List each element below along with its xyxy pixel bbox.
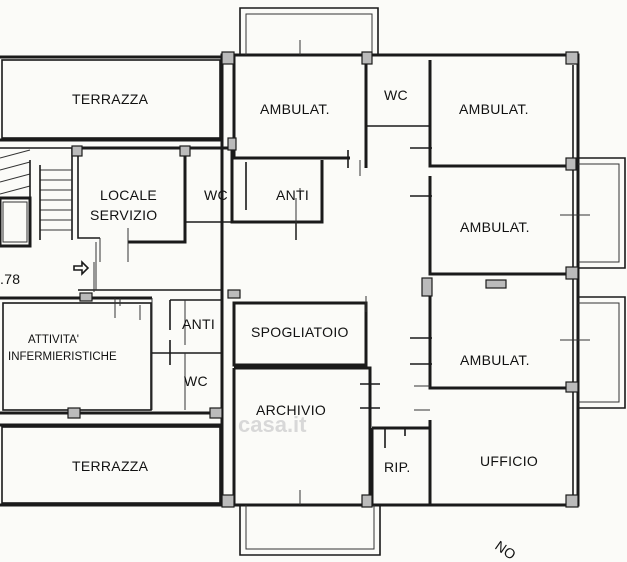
label-locale-1: LOCALE: [100, 187, 157, 203]
label-archivio: ARCHIVIO: [256, 402, 326, 418]
outer-walls: [0, 53, 580, 507]
right-ambulatories: [410, 60, 590, 505]
level-mark: .78: [0, 271, 20, 287]
label-spogliatoio: SPOGLIATOIO: [251, 324, 349, 340]
label-wc-low: WC: [184, 373, 208, 389]
label-terrazza-bottom: TERRAZZA: [72, 458, 149, 474]
door-marks: [93, 40, 430, 505]
terrazza-top: [1, 59, 221, 139]
balcony-bottom: [239, 505, 381, 556]
stairwell: [0, 147, 73, 248]
label-terrazza-top: TERRAZZA: [72, 91, 149, 107]
balcony-top: [239, 7, 379, 55]
label-ambulat-3: AMBULAT.: [460, 219, 530, 235]
label-ambulat-1: AMBULAT.: [260, 101, 330, 117]
watermark: casa.it: [238, 412, 307, 437]
label-ambulat-4: AMBULAT.: [460, 352, 530, 368]
label-anti-low: ANTI: [182, 316, 215, 332]
spogliatoio-room: [232, 296, 368, 367]
locale-servizio: [77, 146, 187, 262]
attivita-infermieristiche-room: [0, 296, 222, 415]
entrance-arrow-icon: [73, 260, 90, 276]
label-wc-mid: WC: [204, 187, 228, 203]
structural-columns: [67, 51, 579, 508]
ambulat-top-left-room: [232, 55, 368, 168]
label-ufficio: UFFICIO: [480, 453, 538, 469]
north-marker: NO: [492, 537, 519, 562]
label-ambulat-2: AMBULAT.: [459, 101, 529, 117]
terrazza-bottom: [1, 426, 221, 504]
label-rip: RIP.: [384, 459, 411, 475]
rip-ufficio: [370, 426, 430, 505]
anti-wc-lower-left: [152, 299, 222, 410]
balcony-right-bottom: [578, 296, 626, 409]
label-locale-2: SERVIZIO: [90, 207, 158, 223]
archivio-room: [232, 366, 380, 505]
balcony-right-top: [578, 157, 626, 269]
label-anti-mid: ANTI: [276, 187, 309, 203]
label-wc-top: WC: [384, 87, 408, 103]
label-attivita-1: ATTIVITA': [28, 334, 79, 346]
label-attivita-2: INFERMIERISTICHE: [8, 351, 117, 363]
